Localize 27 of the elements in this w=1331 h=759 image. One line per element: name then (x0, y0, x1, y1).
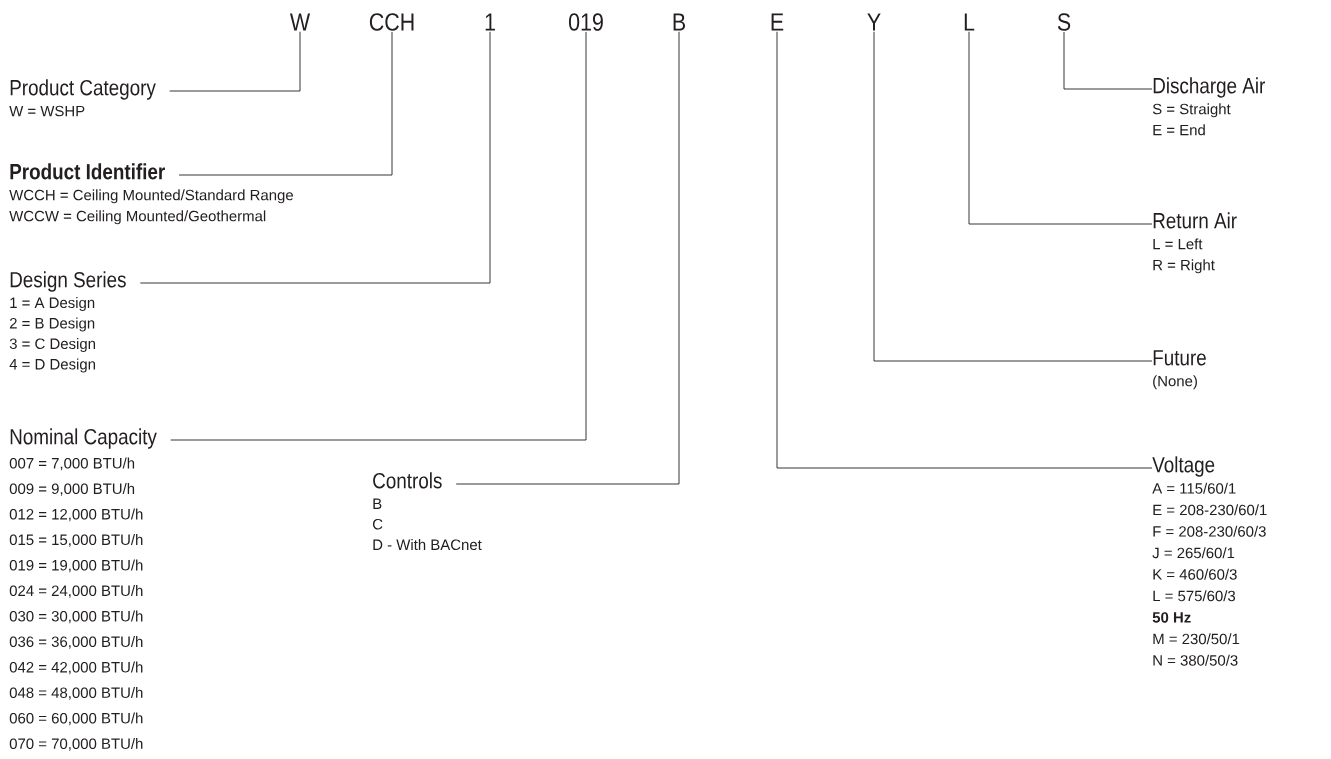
code-letter: CCH (369, 13, 414, 31)
code-letter: E (771, 13, 784, 31)
leader-line (873, 31, 1153, 362)
leader-line (968, 31, 1153, 225)
code-description: Discharge Air S = Straight E = End (1152, 77, 1265, 136)
code-letter: 1 (485, 13, 495, 31)
code-description: Product Category W = WSHP (9, 79, 156, 117)
leader-line (178, 31, 393, 176)
code-letter: L (964, 13, 975, 31)
code-description: Return Air L = Left R = Right (1153, 212, 1237, 274)
code-letter: 019 (569, 13, 603, 31)
code-letter: Y (867, 13, 881, 31)
code-description: Controls B C D - With BACnet (372, 472, 482, 551)
leader-line (776, 31, 1153, 469)
leader-line (169, 31, 301, 92)
leader-line (1063, 31, 1153, 90)
leader-line (139, 31, 491, 284)
code-description: Nominal Capacity 007 = 7,000 BTU/h 009 = 9,000 BTU/h 012 = 12,000 BTU/h 015 = 15,000 BTU/h 019 = 19,000 BTU/h 024 = 24,000 BTU/h 030 = 30,000 BTU/h 036 = 36,000 BTU/h 042 = 42,000 BTU/h 048 = 48,000 BTU/h 060 = 60,000 BTU/h 070 = 70,000 BTU/h (9, 428, 157, 751)
code-description: Product Identifier WCCH = Ceiling Mounted/Standard Range WCCW = Ceiling Mounted/Geothermal (9, 163, 293, 225)
code-letter: W (290, 13, 311, 31)
code-letter: S (1057, 13, 1071, 31)
code-description: Voltage A = 115/60/1 E = 208-230/60/1 F = 208-230/60/3 J = 265/60/1 K = 460/60/3 L = 575/60/3 50 Hz M = 230/50/1 N = 380/50/3 (1152, 456, 1267, 666)
code-description: Future (None) (1153, 350, 1206, 390)
code-letter: B (673, 13, 685, 31)
leader-line (170, 31, 587, 441)
leader-line (455, 31, 680, 485)
code-description: Design Series 1 = A Design 2 = B Design 3 = C Design 4 = D Design (9, 271, 126, 373)
